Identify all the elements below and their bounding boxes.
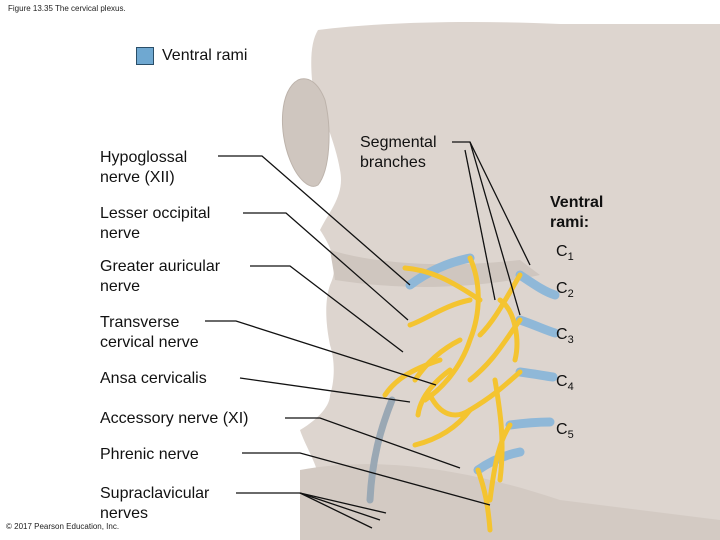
- c-number: 2: [567, 288, 574, 300]
- label-line: nerve: [100, 225, 141, 242]
- label-c4: C4: [556, 373, 574, 393]
- label-line: Ventral: [550, 194, 604, 211]
- label-c2: C2: [556, 280, 574, 300]
- c-letter: C: [556, 243, 568, 260]
- legend-label: Ventral rami: [162, 47, 248, 64]
- label-line: Supraclavicular: [100, 485, 210, 502]
- vessel: [366, 396, 396, 504]
- label-accessory-nerve: Accessory nerve (XI): [100, 409, 248, 429]
- label-line: Accessory nerve (XI): [100, 410, 249, 427]
- label-line: Hypoglossal: [100, 149, 188, 166]
- label-line: Transverse: [100, 314, 180, 331]
- c-number: 4: [567, 381, 574, 393]
- label-ventral-rami: Ventral rami:: [550, 193, 603, 233]
- label-line: Segmental: [360, 134, 437, 151]
- label-line: cervical nerve: [100, 334, 199, 351]
- label-line: Greater auricular: [100, 258, 221, 275]
- label-supraclavicular-nerves: Supraclavicular nerves: [100, 484, 209, 524]
- nerve-network: [382, 255, 523, 533]
- label-c1: C1: [556, 243, 574, 263]
- legend: Ventral rami: [136, 47, 247, 65]
- c-letter: C: [556, 280, 568, 297]
- label-ansa-cervicalis: Ansa cervicalis: [100, 369, 207, 389]
- label-greater-auricular-nerve: Greater auricular nerve: [100, 257, 220, 297]
- ear: [281, 78, 330, 187]
- leader-lines: [205, 141, 531, 529]
- label-line: Lesser occipital: [100, 205, 211, 222]
- label-segmental-branches: Segmental branches: [360, 133, 437, 173]
- c-letter: C: [556, 373, 568, 390]
- c-number: 3: [567, 334, 574, 346]
- copyright-notice: © 2017 Pearson Education, Inc.: [6, 522, 120, 531]
- label-line: branches: [360, 154, 426, 171]
- c-number: 1: [567, 251, 574, 263]
- label-lesser-occipital-nerve: Lesser occipital nerve: [100, 204, 210, 244]
- label-c5: C5: [556, 421, 574, 441]
- label-line: nerves: [100, 505, 149, 522]
- label-transverse-cervical-nerve: Transverse cervical nerve: [100, 313, 199, 353]
- label-line: rami:: [550, 214, 590, 231]
- c-letter: C: [556, 326, 568, 343]
- label-line: Ansa cervicalis: [100, 370, 207, 387]
- label-line: Phrenic nerve: [100, 446, 199, 463]
- shoulder-shadow: [300, 464, 720, 540]
- label-hypoglossal-nerve: Hypoglossal nerve (XII): [100, 148, 187, 188]
- figure-caption: Figure 13.35 The cervical plexus.: [8, 4, 126, 13]
- label-c3: C3: [556, 326, 574, 346]
- legend-swatch: [136, 47, 154, 65]
- c-letter: C: [556, 421, 568, 438]
- label-line: nerve: [100, 278, 141, 295]
- label-phrenic-nerve: Phrenic nerve: [100, 445, 199, 465]
- c-number: 5: [567, 429, 574, 441]
- label-line: nerve (XII): [100, 169, 175, 186]
